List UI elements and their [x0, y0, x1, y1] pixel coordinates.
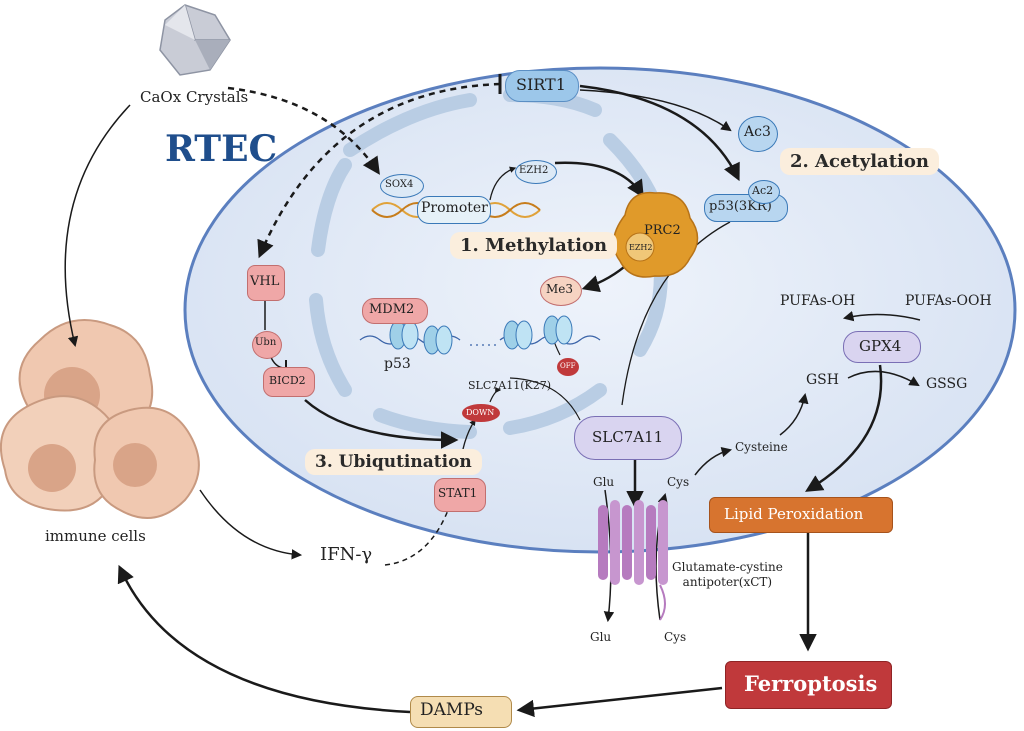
ezh2-node	[515, 160, 557, 184]
down-label: DOWN	[466, 408, 495, 417]
arrow-pufas	[842, 311, 921, 322]
arrow-ferroptosis-damps	[516, 686, 723, 718]
ubn-label: Ubn	[255, 337, 277, 348]
lipid-peroxidation-label: Lipid Peroxidation	[724, 505, 864, 523]
mdm2-label: MDM2	[369, 302, 415, 317]
cys-bottom-label: Cys	[664, 630, 687, 644]
arrow-sirt1-p53	[579, 84, 740, 182]
off-node	[557, 358, 579, 376]
stat1-node	[434, 478, 486, 512]
p53-label: p53	[384, 356, 411, 372]
arrow-caox-immune	[64, 104, 131, 348]
slc7a11-label: SLC7A11	[592, 428, 664, 446]
slc7a11-node	[574, 416, 682, 460]
gsh-label: GSH	[806, 372, 839, 388]
ubn-node	[252, 331, 282, 359]
gssg-label: GSSG	[926, 376, 968, 392]
ifn-gamma-label: IFN-γ	[320, 544, 373, 565]
ac3-node	[738, 116, 778, 152]
arrow-immune-ifn	[199, 489, 303, 560]
sox4-node	[380, 174, 424, 198]
ac3-label: Ac3	[744, 124, 771, 140]
xct-transporter-icon	[598, 500, 668, 621]
arrow-promoter-ezh2	[489, 166, 517, 201]
arrow-sirt1-vhl	[257, 82, 501, 259]
acetylation-section-label: 2. Acetylation	[780, 148, 939, 175]
arrow-ifn-stat1	[384, 503, 452, 566]
mdm2-node	[362, 298, 428, 324]
arrow-gpx4-lipid	[805, 364, 883, 492]
slc7a11-k27-label: SLC7A11(K27)	[468, 379, 551, 392]
sirt1-node	[505, 70, 579, 102]
ac2-node	[748, 180, 780, 204]
pufas-oh-label: PUFAs-OH	[780, 293, 856, 309]
ubiquitination-section-label: 3. Ubiqutination	[305, 449, 482, 475]
me3-node	[540, 276, 582, 306]
nucleosome-icons	[389, 315, 573, 355]
arrow-ezh2-prc2	[554, 161, 644, 198]
line-slc7a11-k27	[509, 377, 581, 421]
arrow-cysteine-gsh	[779, 392, 809, 436]
sox4-label: SOX4	[385, 179, 414, 190]
vhl-label: VHL	[250, 274, 280, 289]
me3-label: Me3	[546, 282, 574, 296]
caox-crystals-icon	[159, 4, 231, 76]
ferroptosis-node	[725, 661, 892, 709]
arrow-down-slck27	[489, 387, 502, 403]
ezh2-small-label: EZH2	[629, 243, 653, 252]
arrow-damps-immune	[117, 564, 411, 714]
ezh2-subunit	[625, 232, 655, 262]
bicd2-label: BICD2	[269, 374, 306, 387]
down-node	[462, 404, 500, 422]
ac2-label: Ac2	[752, 184, 774, 197]
immune-cells-label: immune cells	[45, 527, 146, 545]
stat1-label: STAT1	[438, 486, 478, 500]
methylation-section-label: 1. Methylation	[450, 232, 618, 259]
sirt1-label: SIRT1	[516, 75, 566, 94]
lipid-peroxidation-node	[709, 497, 893, 533]
off-label: OFF	[560, 362, 576, 370]
pufas-ooh-label: PUFAs-OOH	[905, 293, 992, 309]
arrow-caox-sox4	[227, 86, 380, 175]
arrow-cys-cysteine	[694, 446, 733, 476]
caox-crystals-label: CaOx Crystals	[140, 88, 249, 106]
gpx4-label: GPX4	[859, 337, 902, 355]
cys-top-label: Cys	[667, 475, 690, 489]
glu-bottom-label: Glu	[590, 630, 612, 644]
glu-top-label: Glu	[593, 475, 615, 489]
promoter-label: Promoter	[421, 200, 488, 216]
xct-label: Glutamate-cystine antipoter(xCT)	[672, 560, 783, 589]
gpx4-node	[843, 331, 921, 363]
vhl-node	[247, 265, 285, 301]
promoter-node	[417, 196, 491, 224]
rtec-label: RTEC	[165, 128, 278, 170]
arrow-sirt1-ac3	[579, 89, 732, 132]
cysteine-label: Cysteine	[735, 440, 788, 454]
arrow-p53-slc7a11	[621, 221, 731, 406]
bicd2-node	[263, 367, 315, 397]
damps-label: DAMPs	[420, 700, 484, 720]
ferroptosis-label: Ferroptosis	[744, 671, 878, 696]
prc2-label: PRC2	[644, 223, 681, 238]
immune-cells-icon	[0, 319, 200, 519]
ezh2-label: EZH2	[519, 165, 549, 176]
damps-node	[410, 696, 512, 728]
arrow-bicd2-ubiq	[304, 399, 459, 449]
